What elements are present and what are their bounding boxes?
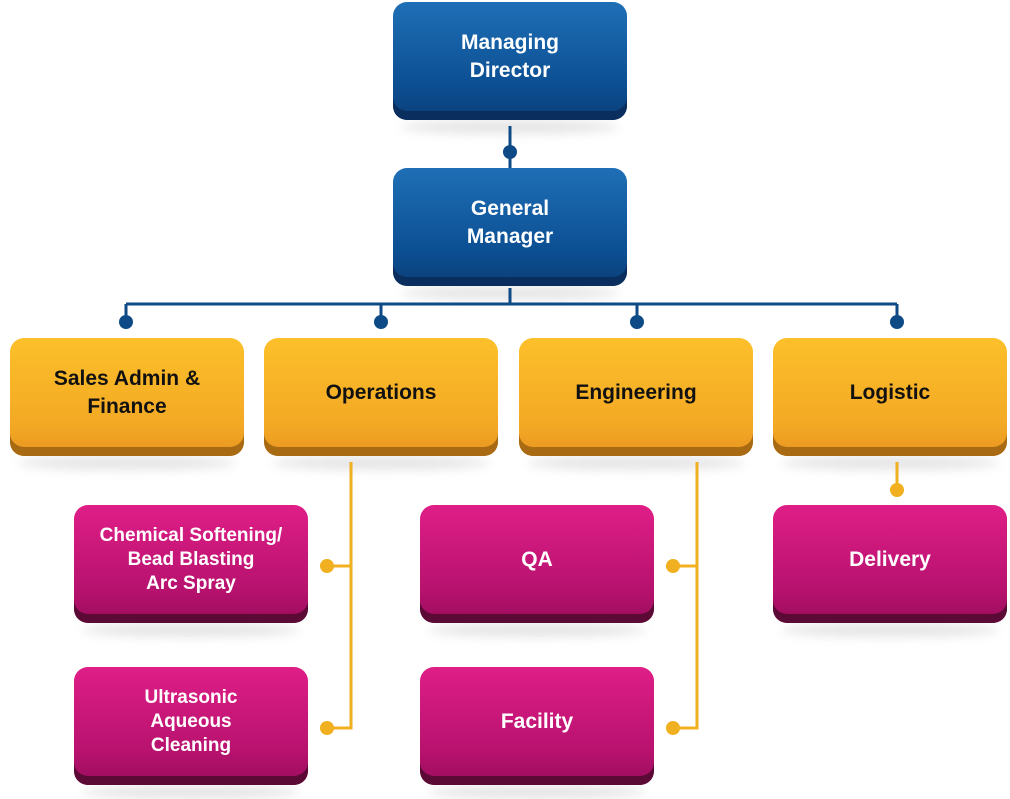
sales-admin-finance-label: Sales Admin & Finance bbox=[53, 367, 201, 418]
qa-label: QA bbox=[521, 548, 553, 571]
chemical-softening-box: Chemical Softening/ Bead Blasting Arc Sp… bbox=[74, 505, 308, 623]
qa-dot bbox=[666, 559, 680, 573]
operations-label: Operations bbox=[325, 381, 437, 404]
executive-connector-dots bbox=[119, 145, 904, 329]
general-manager-label: General Manager bbox=[466, 197, 554, 248]
executive-connectors bbox=[124, 126, 899, 322]
department-connector-dots bbox=[320, 483, 904, 735]
delivery-dot bbox=[890, 483, 904, 497]
operations-branch-line bbox=[327, 462, 353, 730]
qa-box: QA bbox=[420, 505, 654, 623]
operations-box: Operations bbox=[264, 338, 498, 456]
managing-director-box: Managing Director bbox=[393, 2, 627, 120]
chemical-softening-label: Chemical Softening/ Bead Blasting Arc Sp… bbox=[99, 525, 283, 594]
facility-label: Facility bbox=[500, 710, 574, 733]
logistic-label: Logistic bbox=[849, 381, 931, 404]
engineering-dot bbox=[630, 315, 644, 329]
facility-dot bbox=[666, 721, 680, 735]
operations-dot bbox=[374, 315, 388, 329]
facility-box: Facility bbox=[420, 667, 654, 785]
engineering-branch-line bbox=[673, 462, 699, 730]
general-manager-box: General Manager bbox=[393, 168, 627, 286]
ultrasonic-cleaning-box: Ultrasonic Aqueous Cleaning bbox=[74, 667, 308, 785]
sales-admin-finance-box: Sales Admin & Finance bbox=[10, 338, 244, 456]
logistic-box: Logistic bbox=[773, 338, 1007, 456]
md-gm-dot bbox=[503, 145, 517, 159]
engineering-box: Engineering bbox=[519, 338, 753, 456]
engineering-label: Engineering bbox=[575, 381, 697, 404]
chemical-dot bbox=[320, 559, 334, 573]
logistic-dot bbox=[890, 315, 904, 329]
ultrasonic-cleaning-label: Ultrasonic Aqueous Cleaning bbox=[144, 687, 238, 756]
delivery-label: Delivery bbox=[849, 548, 931, 571]
sales-dot bbox=[119, 315, 133, 329]
delivery-box: Delivery bbox=[773, 505, 1007, 623]
managing-director-label: Managing Director bbox=[461, 31, 559, 82]
ultrasonic-dot bbox=[320, 721, 334, 735]
